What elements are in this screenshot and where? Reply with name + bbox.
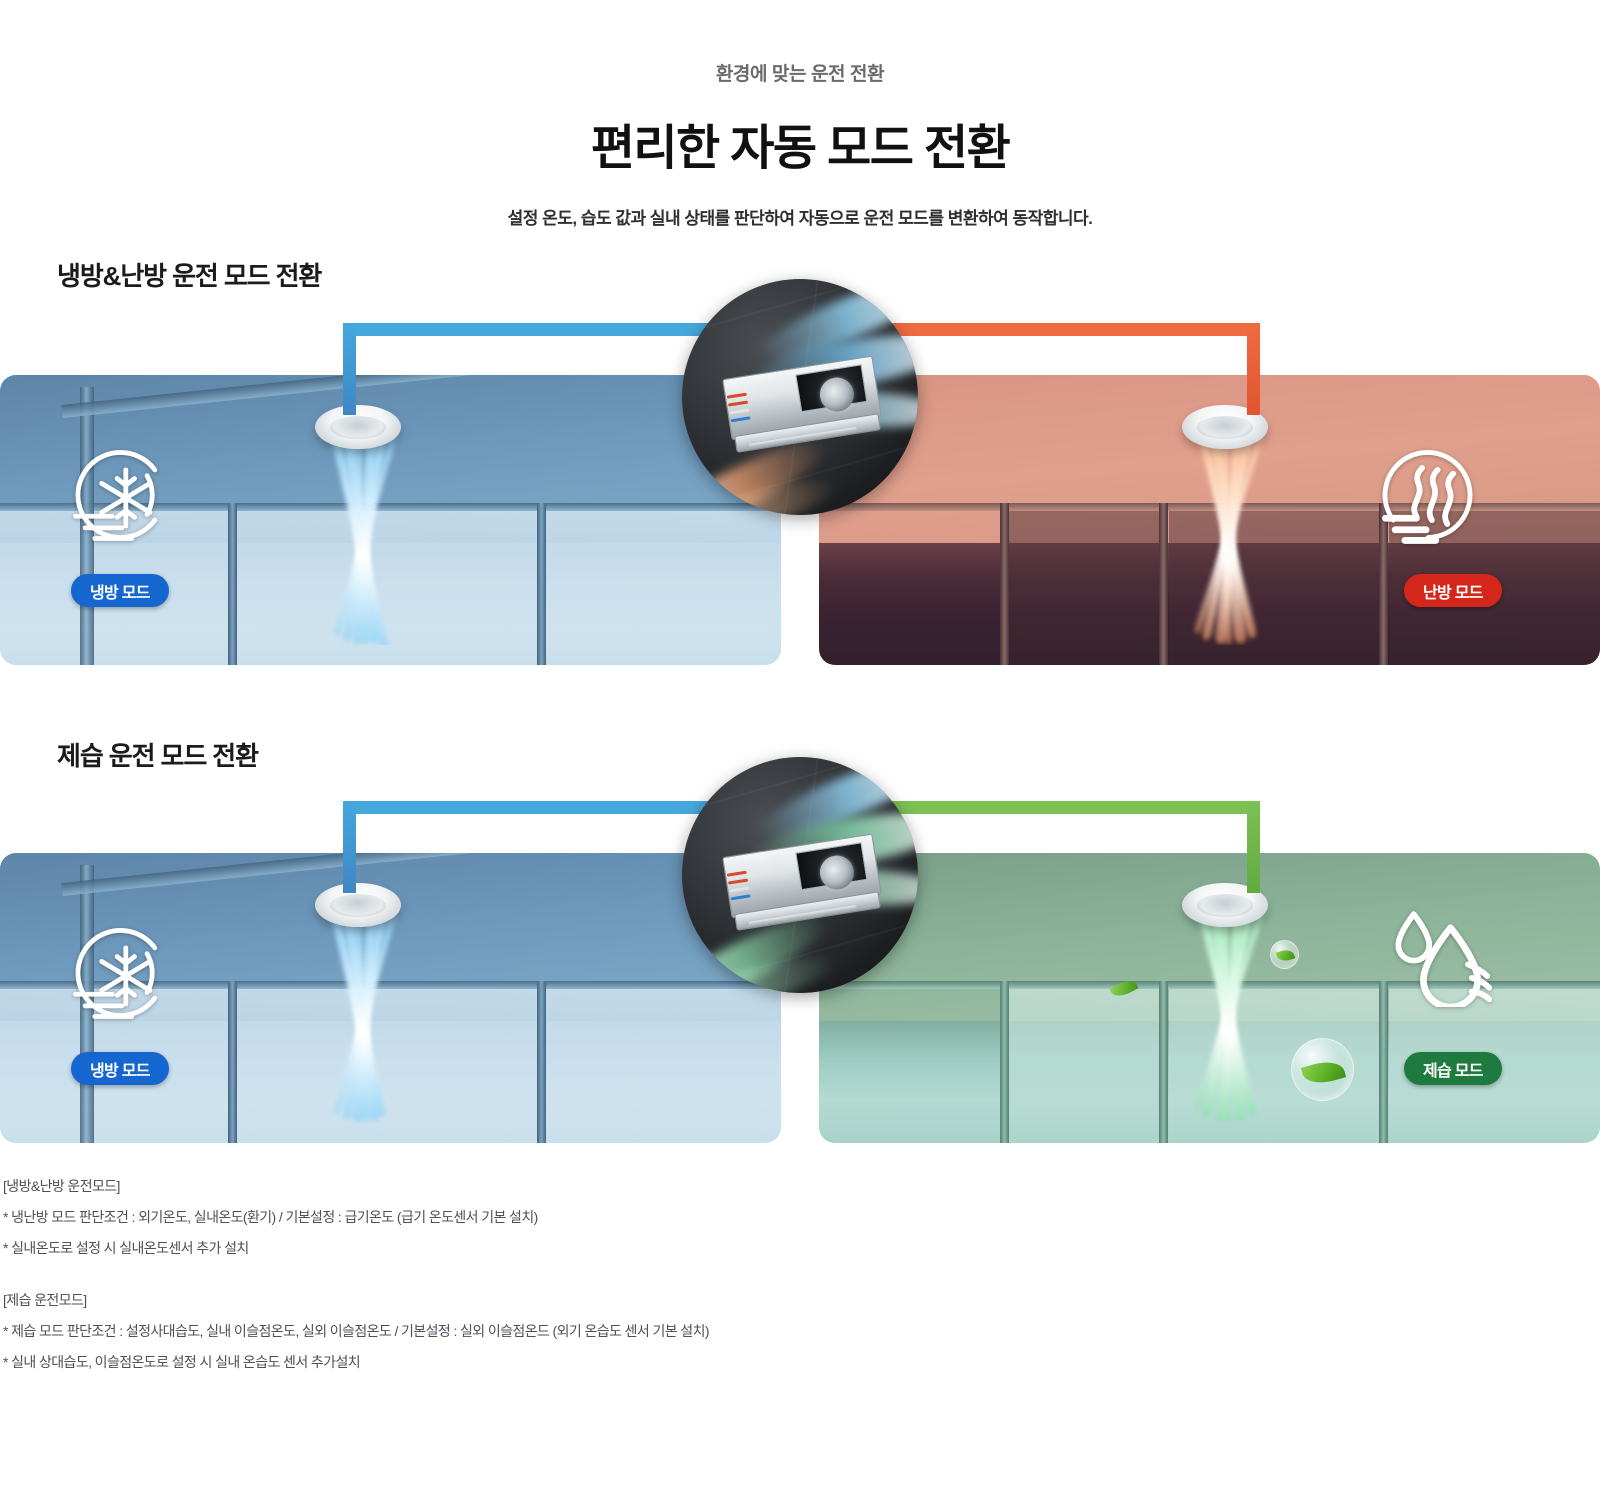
cooling-mode-badge[interactable]: 냉방 모드 — [71, 574, 169, 607]
glass-pane — [237, 510, 537, 665]
dehumidify-row: 냉방 모드 — [0, 801, 1600, 1143]
page-subtitle: 설정 온도, 습도 값과 실내 상태를 판단하여 자동으로 운전 모드를 변환하… — [507, 209, 1093, 228]
window-mullion — [1159, 980, 1168, 1143]
glass-pane — [1009, 510, 1159, 665]
page-header: 환경에 맞는 운전 전환 편리한 자동 모드 전환 설정 온도, 습도 값과 실… — [0, 0, 1600, 229]
snowflake-icon — [62, 915, 178, 1031]
cooling-heating-row: 냉방 모드 — [0, 323, 1600, 665]
footnotes: [냉방&난방 운전모드] * 냉난방 모드 판단조건 : 외기온도, 실내온도(… — [3, 1179, 1103, 1386]
note-group2-line1: * 제습 모드 판단조건 : 설정사대습도, 실내 이슬점온도, 실외 이슬점온… — [3, 1323, 710, 1339]
note-group2-line2: * 실내 상대습도, 이슬점온도로 설정 시 실내 온습도 센서 추가설치 — [3, 1354, 361, 1370]
glass-pane — [1169, 510, 1379, 665]
dehumidify-room-panel: 제습 모드 — [819, 853, 1600, 1143]
ac-duct-unit — [722, 355, 882, 453]
ducted-ac-unit-image-cooling-heating — [682, 279, 918, 515]
window-mullion — [1379, 502, 1388, 665]
leaf-bubble-large — [1291, 1038, 1354, 1101]
glass-pane — [1009, 988, 1159, 1143]
heating-room-panel: 난방 모드 — [819, 375, 1600, 665]
heating-mode-badge[interactable]: 난방 모드 — [1404, 574, 1502, 607]
leaf-bubble-small — [1270, 940, 1299, 969]
ceiling-diffuser — [315, 405, 401, 449]
note-group1-line1: * 냉난방 모드 판단조건 : 외기온도, 실내온도(환기) / 기본설정 : … — [3, 1209, 538, 1225]
ceiling-diffuser — [1182, 883, 1268, 927]
glass-pane — [237, 988, 537, 1143]
heating-pipe-connector — [840, 323, 1260, 415]
glass-pane — [546, 510, 781, 665]
eyebrow-text: 환경에 맞는 운전 전환 — [715, 64, 885, 85]
window-mullion — [1000, 502, 1009, 665]
section-title-cooling-heating: 냉방&난방 운전 모드 전환 — [57, 261, 322, 291]
cooling-room-panel-2: 냉방 모드 — [0, 853, 781, 1143]
window-mullion — [1000, 980, 1009, 1143]
dehumidify-pipe-connector — [840, 801, 1260, 893]
ac-duct-unit — [722, 833, 882, 931]
window-mullion — [1159, 502, 1168, 665]
ceiling-diffuser — [315, 883, 401, 927]
cooling-pipe-connector-2 — [343, 801, 763, 893]
window-mullion — [537, 502, 546, 665]
window-mullion — [537, 980, 546, 1143]
note-group1-line2: * 실내온도로 설정 시 실내온도센서 추가 설치 — [3, 1240, 249, 1256]
window-mullion — [1379, 980, 1388, 1143]
note-group1-title: [냉방&난방 운전모드] — [3, 1178, 120, 1194]
cooling-pipe-connector — [343, 323, 763, 415]
note-group2-title: [제습 운전모드] — [3, 1292, 87, 1308]
glass-pane — [546, 988, 781, 1143]
snowflake-icon — [62, 437, 178, 553]
window-mullion — [228, 980, 237, 1143]
water-drop-icon — [1379, 891, 1495, 1007]
ducted-ac-unit-image-dehumidify — [682, 757, 918, 993]
heat-waves-icon — [1370, 437, 1486, 553]
page-title: 편리한 자동 모드 전환 — [590, 122, 1011, 175]
section-title-dehumidify: 제습 운전 모드 전환 — [57, 741, 259, 771]
window-mullion — [228, 502, 237, 665]
cooling-room-panel: 냉방 모드 — [0, 375, 781, 665]
cooling-mode-badge-2[interactable]: 냉방 모드 — [71, 1052, 169, 1085]
dehumidify-mode-badge[interactable]: 제습 모드 — [1404, 1052, 1502, 1085]
